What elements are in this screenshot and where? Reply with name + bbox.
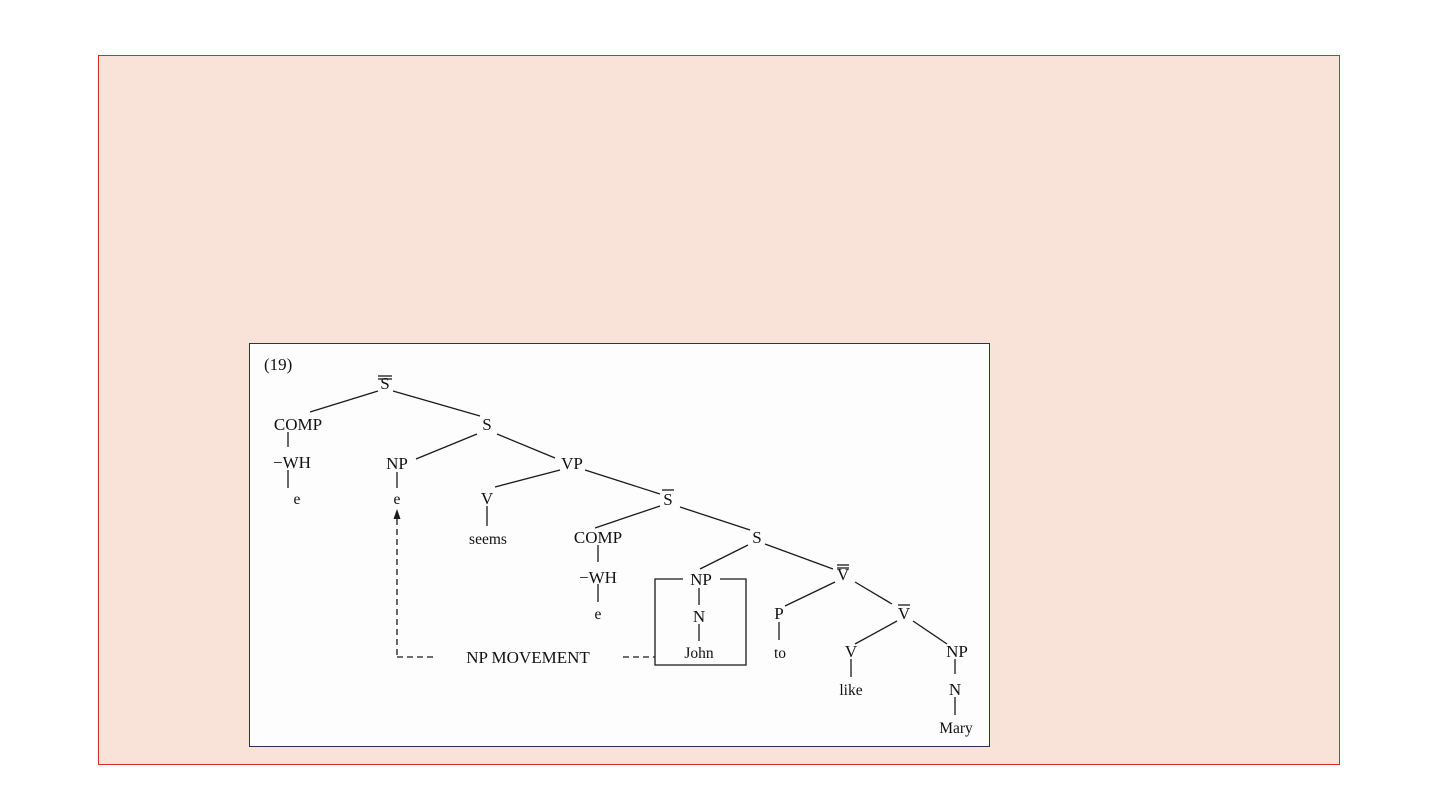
node-sbar-2: S [663,490,672,509]
node-wh-2: −WH [579,568,617,587]
node-seems: seems [469,531,507,548]
node-vp: VP [561,454,583,473]
node-mary: Mary [939,720,973,737]
node-like: like [839,682,862,699]
node-n-2: N [949,680,961,699]
node-e-1: e [294,491,301,508]
node-np-1: NP [386,454,408,473]
node-comp-2: COMP [574,528,622,547]
node-to: to [774,645,786,662]
tree-nodes: S COMP −WH e S NP e VP V seems S COMP −W… [273,374,973,737]
node-np-3: NP [946,642,968,661]
node-v-1: V [481,489,494,508]
node-s-2: S [752,528,761,547]
node-e-2: e [595,606,602,623]
node-p: P [774,604,783,623]
node-wh-1: −WH [273,453,311,472]
node-v-bar: V [898,604,911,623]
node-v-barbar: V [837,565,850,584]
np-movement-label: NP MOVEMENT [466,648,590,667]
node-s-1: S [482,415,491,434]
node-sbar-top: S [380,374,389,393]
example-number: (19) [264,355,292,374]
syntax-tree-svg: (19) [264,355,973,737]
node-n-1: N [693,607,705,626]
np-movement-arrow [393,509,655,658]
syntax-tree-figure: (19) [249,343,990,747]
moved-np-box [654,578,747,666]
node-e-np-1: e [394,491,401,508]
node-v-2: V [845,642,858,661]
tree-edges [287,390,956,715]
node-np-2: NP [690,570,712,589]
node-john: John [684,645,714,662]
node-comp-1: COMP [274,415,322,434]
